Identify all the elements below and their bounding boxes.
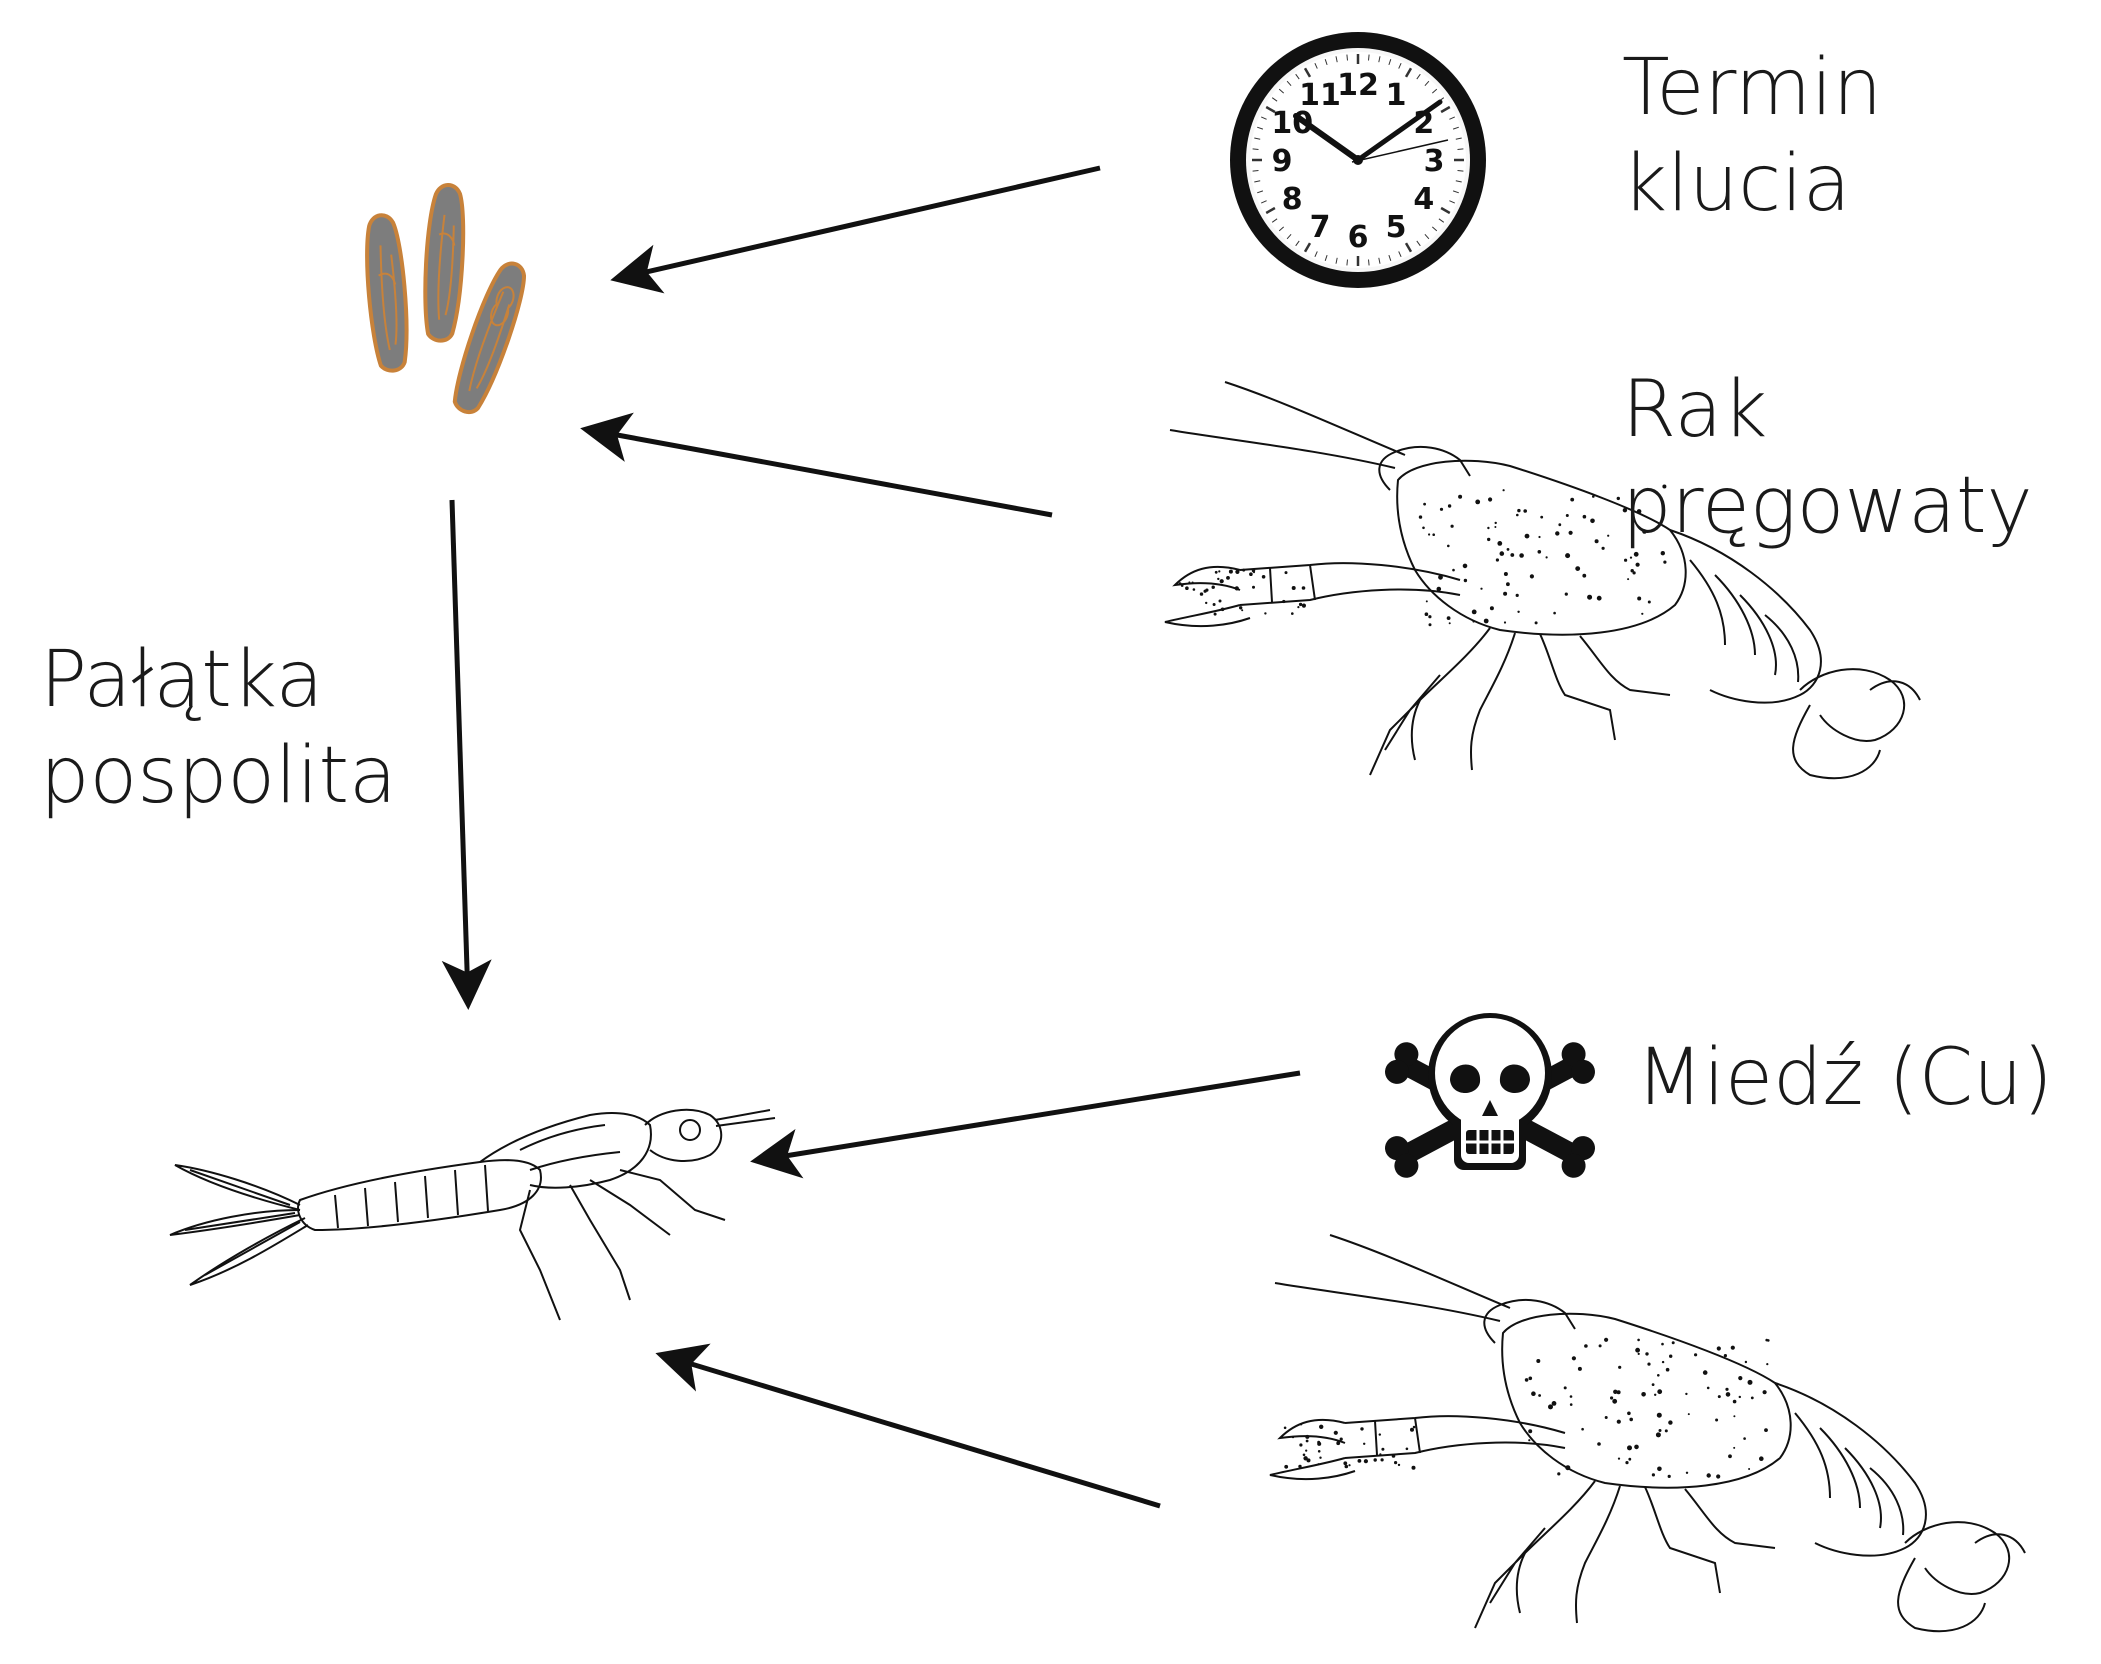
clock-tick (1347, 260, 1348, 266)
clock-tick (1253, 171, 1259, 172)
clock-numeral: 7 (1310, 210, 1331, 245)
clock-numeral: 3 (1424, 144, 1445, 179)
clock-tick (1458, 149, 1464, 150)
clock-numeral: 9 (1272, 144, 1293, 179)
clock-tick (1369, 260, 1370, 266)
clock-numeral: 1 (1386, 78, 1407, 113)
clock-numeral: 11 (1299, 78, 1341, 113)
mayfly-label: Pałątka pospolita (40, 632, 397, 824)
crayfish-label: Rak pręgowaty (1622, 362, 2033, 554)
arrow-crayfish-to-larva (665, 1356, 1160, 1506)
clock-tick (1369, 55, 1370, 61)
eggs-illustration (363, 184, 533, 417)
clock-numeral: 12 (1337, 68, 1379, 103)
clock-tick (1253, 149, 1259, 150)
clock-numeral: 6 (1348, 220, 1369, 255)
clock-numeral: 4 (1413, 182, 1434, 217)
arrow-eggs-to-larva (452, 500, 468, 1000)
mayfly-larva-illustration (170, 1110, 775, 1320)
arrow-clock-to-eggs (620, 168, 1100, 278)
skull-crossbones-icon (1381, 1013, 1599, 1182)
clock-numeral: 8 (1282, 182, 1303, 217)
clock-numeral: 5 (1386, 210, 1407, 245)
clock-tick (1347, 55, 1348, 61)
arrow-copper-to-larva (760, 1073, 1300, 1160)
clock-tick (1458, 171, 1464, 172)
crayfish-illustration (1270, 1235, 2025, 1631)
copper-label: Miedź (Cu) (1636, 1030, 2053, 1126)
hatch-time-label: Termin klucia (1622, 40, 1882, 232)
arrow-crayfish-to-eggs (590, 430, 1052, 515)
